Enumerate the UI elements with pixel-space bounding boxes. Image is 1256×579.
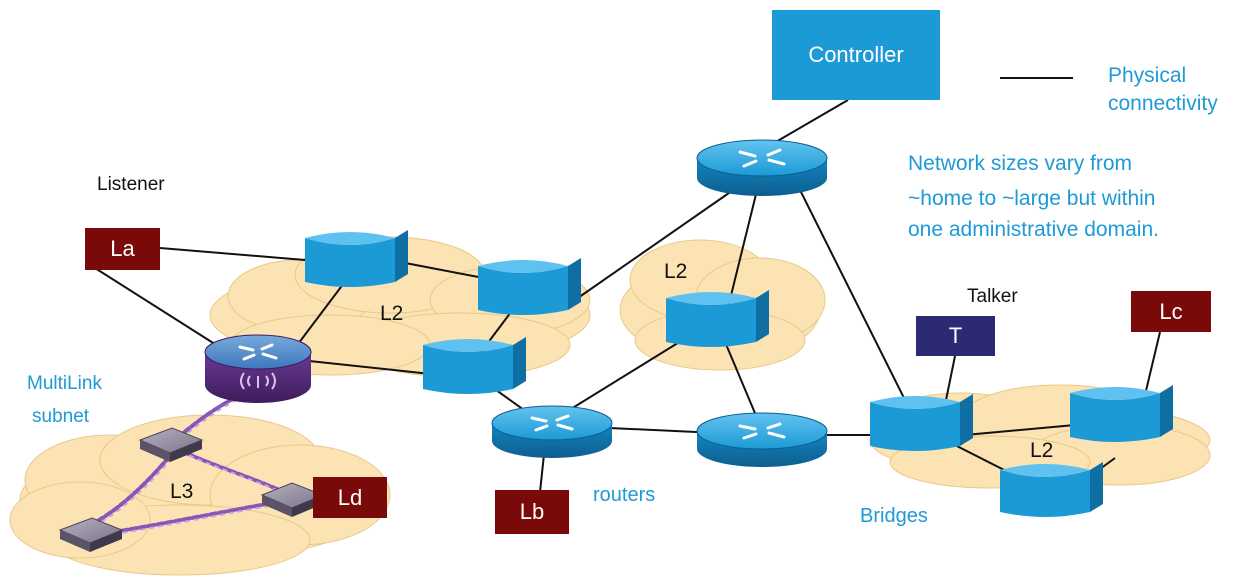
controller-label: Controller bbox=[808, 42, 904, 67]
endpoint-t: T bbox=[916, 316, 995, 356]
cloud-l2-left-label: L2 bbox=[380, 302, 404, 325]
access-point-left bbox=[58, 517, 124, 552]
note-line3: one administrative domain. bbox=[908, 218, 1159, 241]
endpoint-lc: Lc bbox=[1131, 291, 1211, 332]
bridge-left-low bbox=[423, 337, 526, 394]
cloud-l3-label: L3 bbox=[170, 480, 194, 503]
bridge-right-top bbox=[1070, 385, 1173, 442]
bridge-right-bottom bbox=[1000, 462, 1103, 517]
multilink-label-line2: subnet bbox=[32, 406, 90, 427]
multilink-router bbox=[204, 334, 312, 403]
legend-label-line1: Physical bbox=[1108, 64, 1187, 87]
bridge-right-left bbox=[870, 394, 973, 451]
router-top bbox=[696, 139, 828, 196]
legend-label-line2: connectivity bbox=[1108, 92, 1218, 115]
router-bottom-mid bbox=[696, 412, 828, 467]
multilink-label-line1: MultiLink bbox=[27, 373, 102, 394]
router-bottom-left bbox=[491, 405, 613, 458]
bridge-mid bbox=[666, 290, 769, 347]
cloud-l3 bbox=[9, 414, 391, 576]
endpoint-la: La bbox=[85, 228, 160, 270]
access-point-top bbox=[138, 427, 204, 462]
routers-label: routers bbox=[593, 484, 656, 506]
listener-label: Listener bbox=[97, 174, 165, 195]
note-line2: ~home to ~large but within bbox=[908, 187, 1156, 210]
controller-box bbox=[772, 10, 940, 100]
talker-label: Talker bbox=[967, 286, 1018, 307]
endpoint-ld: Ld bbox=[313, 477, 387, 518]
bridge-left-top bbox=[305, 230, 408, 287]
cloud-l2-right-label: L2 bbox=[1030, 439, 1054, 462]
note-line1: Network sizes vary from bbox=[908, 152, 1133, 175]
cloud-l2-mid-label: L2 bbox=[664, 260, 688, 283]
bridge-left-mid bbox=[478, 258, 581, 315]
bridges-label: Bridges bbox=[860, 505, 928, 527]
endpoint-lb: Lb bbox=[495, 490, 569, 534]
